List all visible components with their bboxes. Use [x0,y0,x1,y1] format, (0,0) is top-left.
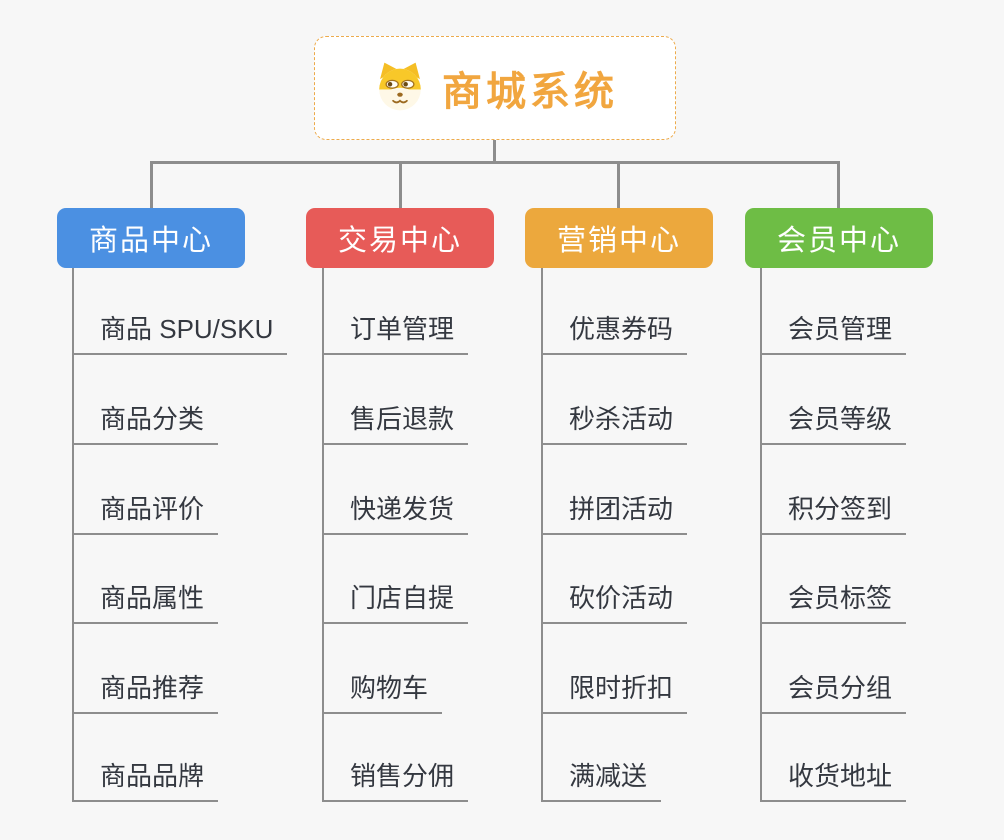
subtopic-column-member: 会员管理 会员等级 积分签到 会员标签 会员分组 收货地址 [760,268,1000,813]
branch-topic-member-center[interactable]: 会员中心 [745,208,933,268]
subtopic-product-recommend[interactable]: 商品推荐 [72,672,219,714]
subtopic-product-spu-sku[interactable]: 商品 SPU/SKU [72,313,288,355]
root-topic[interactable]: 商城系统 [314,36,676,140]
doge-face-icon [372,60,428,117]
connector-trunk-trade [322,268,324,802]
subtopic-group-buy[interactable]: 拼团活动 [541,493,688,535]
subtopic-aftersale-refund[interactable]: 售后退款 [322,403,469,445]
subtopic-store-pickup[interactable]: 门店自提 [322,582,469,624]
connector-drop-trade [399,161,402,208]
subtopic-product-review[interactable]: 商品评价 [72,493,219,535]
subtopic-limited-time-discount[interactable]: 限时折扣 [541,672,688,714]
connector-drop-marketing [617,161,620,208]
subtopic-points-checkin[interactable]: 积分签到 [760,493,907,535]
subtopic-member-management[interactable]: 会员管理 [760,313,907,355]
branch-topic-product-center[interactable]: 商品中心 [57,208,245,268]
subtopic-product-category[interactable]: 商品分类 [72,403,219,445]
connector-bus [150,161,840,164]
subtopic-member-level[interactable]: 会员等级 [760,403,907,445]
subtopic-coupon-code[interactable]: 优惠券码 [541,313,688,355]
branch-topic-trade-center[interactable]: 交易中心 [306,208,494,268]
connector-root-stem [493,140,496,164]
subtopic-column-trade: 订单管理 售后退款 快递发货 门店自提 购物车 销售分佣 [322,268,562,813]
subtopic-bargain-activity[interactable]: 砍价活动 [541,582,688,624]
subtopic-product-attribute[interactable]: 商品属性 [72,582,219,624]
subtopic-express-delivery[interactable]: 快递发货 [322,493,469,535]
subtopic-shopping-cart[interactable]: 购物车 [322,672,443,714]
connector-trunk-marketing [541,268,543,802]
subtopic-shipping-address[interactable]: 收货地址 [760,760,907,802]
subtopic-column-product: 商品 SPU/SKU 商品分类 商品评价 商品属性 商品推荐 商品品牌 [72,268,312,813]
branch-topic-marketing-center[interactable]: 营销中心 [525,208,713,268]
root-topic-title: 商城系统 [442,70,618,114]
subtopic-member-group[interactable]: 会员分组 [760,672,907,714]
subtopic-flash-sale[interactable]: 秒杀活动 [541,403,688,445]
subtopic-product-brand[interactable]: 商品品牌 [72,760,219,802]
subtopic-member-tag[interactable]: 会员标签 [760,582,907,624]
connector-trunk-product [72,268,74,802]
connector-trunk-member [760,268,762,802]
subtopic-column-marketing: 优惠券码 秒杀活动 拼团活动 砍价活动 限时折扣 满减送 [541,268,781,813]
subtopic-spend-save[interactable]: 满减送 [541,760,662,802]
connector-drop-member [837,161,840,208]
connector-drop-product [150,161,153,208]
subtopic-sales-commission[interactable]: 销售分佣 [322,760,469,802]
subtopic-order-management[interactable]: 订单管理 [322,313,469,355]
